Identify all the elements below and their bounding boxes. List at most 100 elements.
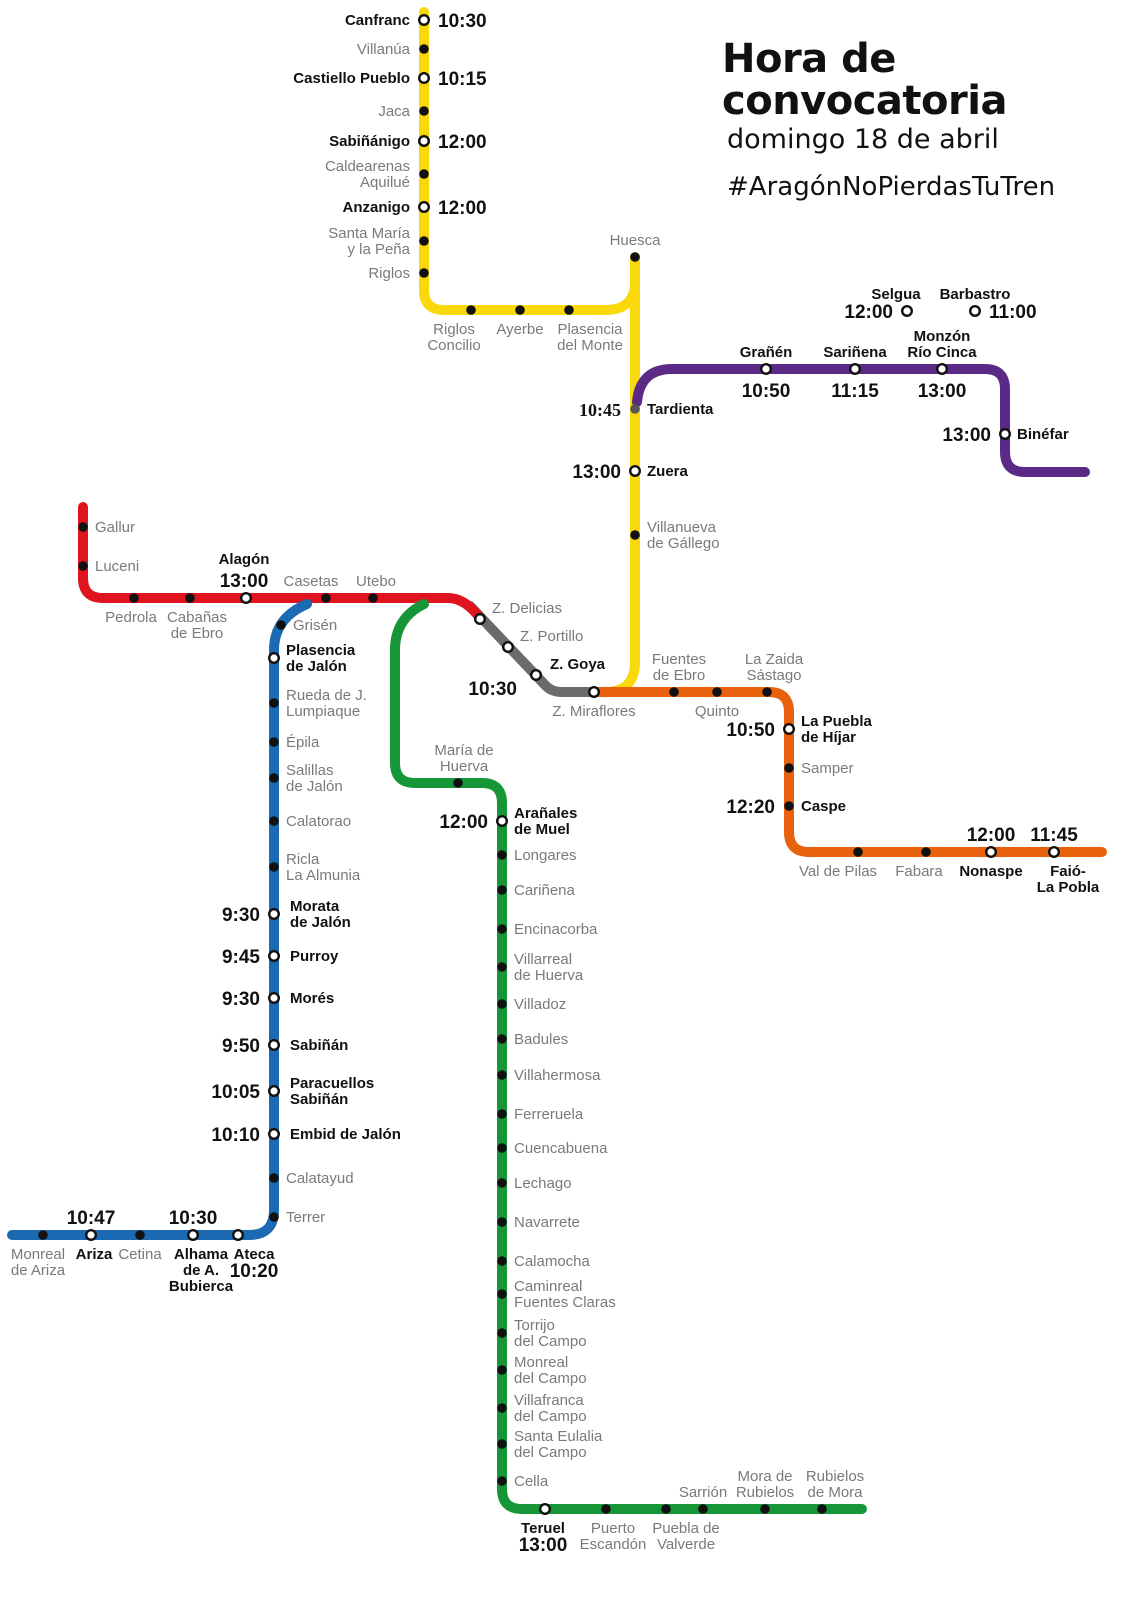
station-marker-open[interactable]: [418, 134, 431, 147]
station-marker-open[interactable]: [268, 992, 281, 1005]
station-marker-open[interactable]: [268, 1084, 281, 1097]
station-marker-open[interactable]: [629, 465, 642, 478]
station-marker-open[interactable]: [1047, 846, 1060, 859]
station-marker-filled[interactable]: [269, 773, 279, 783]
station-marker-filled[interactable]: [497, 1289, 507, 1299]
station-marker-filled[interactable]: [497, 1403, 507, 1413]
station-marker-filled[interactable]: [269, 816, 279, 826]
station-marker-filled[interactable]: [497, 1256, 507, 1266]
station-marker-filled[interactable]: [760, 1504, 770, 1514]
station-marker-filled[interactable]: [269, 862, 279, 872]
station-marker-open[interactable]: [901, 305, 914, 318]
station-marker-filled[interactable]: [497, 1328, 507, 1338]
station-name: Cariñena: [514, 882, 576, 899]
station-marker-filled[interactable]: [784, 801, 794, 811]
station-marker-filled[interactable]: [78, 522, 88, 532]
station-marker-filled[interactable]: [497, 1109, 507, 1119]
station-name: La Almunia: [286, 867, 361, 884]
station-marker-hub[interactable]: [630, 404, 640, 414]
station-marker-filled[interactable]: [497, 962, 507, 972]
station-marker-filled[interactable]: [630, 252, 640, 262]
station-marker-filled[interactable]: [497, 1143, 507, 1153]
station-marker-open[interactable]: [588, 686, 601, 699]
station-marker-filled[interactable]: [497, 1476, 507, 1486]
station-marker-filled[interactable]: [497, 999, 507, 1009]
station-marker-filled[interactable]: [368, 593, 378, 603]
station-marker-open[interactable]: [936, 363, 949, 376]
station-marker-filled[interactable]: [419, 169, 429, 179]
departure-time: 10:30: [468, 679, 517, 700]
station-marker-open[interactable]: [418, 13, 431, 27]
purple-line-track: [632, 364, 1090, 477]
station-marker-open[interactable]: [783, 723, 796, 736]
yellow-line-track: [419, 7, 640, 315]
station-marker-filled[interactable]: [466, 305, 476, 315]
station-marker-filled[interactable]: [419, 236, 429, 246]
station-marker-filled[interactable]: [453, 778, 463, 788]
station-marker-open[interactable]: [268, 1038, 281, 1051]
station-marker-open[interactable]: [539, 1502, 552, 1515]
station-marker-open[interactable]: [418, 200, 431, 213]
station-marker-filled[interactable]: [661, 1504, 671, 1514]
station-marker-filled[interactable]: [497, 1034, 507, 1044]
station-marker-open[interactable]: [999, 428, 1012, 441]
station-marker-open[interactable]: [760, 363, 773, 376]
station-name: Monreal: [11, 1246, 65, 1263]
station-marker-filled[interactable]: [515, 305, 525, 315]
station-name: Riglos: [368, 265, 410, 282]
station-marker-open[interactable]: [186, 1228, 199, 1241]
station-marker-filled[interactable]: [497, 850, 507, 860]
station-marker-filled[interactable]: [78, 561, 88, 571]
station-marker-filled[interactable]: [497, 1365, 507, 1375]
station-marker-filled[interactable]: [276, 620, 286, 630]
station-marker-filled[interactable]: [419, 106, 429, 116]
station-marker-filled[interactable]: [185, 593, 195, 603]
station-marker-open[interactable]: [985, 846, 998, 859]
station-marker-filled[interactable]: [269, 698, 279, 708]
station-name: Cabañas: [167, 609, 227, 626]
station-marker-filled[interactable]: [269, 737, 279, 747]
station-marker-open[interactable]: [268, 950, 281, 963]
station-name: de Jalón: [286, 658, 347, 675]
station-marker-open[interactable]: [84, 1228, 97, 1241]
station-marker-filled[interactable]: [669, 687, 679, 697]
station-marker-open[interactable]: [268, 908, 281, 921]
station-marker-filled[interactable]: [601, 1504, 611, 1514]
station-marker-filled[interactable]: [784, 763, 794, 773]
station-marker-open[interactable]: [268, 652, 281, 665]
station-marker-filled[interactable]: [564, 305, 574, 315]
station-marker-open[interactable]: [418, 71, 431, 84]
station-marker-open[interactable]: [496, 815, 509, 828]
station-marker-open[interactable]: [239, 592, 252, 605]
station-marker-filled[interactable]: [497, 885, 507, 895]
station-marker-open[interactable]: [502, 641, 515, 654]
station-marker-filled[interactable]: [497, 924, 507, 934]
station-marker-filled[interactable]: [269, 1212, 279, 1222]
station-marker-filled[interactable]: [497, 1217, 507, 1227]
station-marker-filled[interactable]: [762, 687, 772, 697]
station-marker-filled[interactable]: [135, 1230, 145, 1240]
station-marker-filled[interactable]: [419, 268, 429, 278]
station-marker-open[interactable]: [474, 613, 487, 626]
station-marker-filled[interactable]: [853, 847, 863, 857]
station-marker-open[interactable]: [231, 1228, 244, 1241]
station-marker-filled[interactable]: [817, 1504, 827, 1514]
station-marker-filled[interactable]: [698, 1504, 708, 1514]
station-marker-open[interactable]: [530, 669, 543, 682]
station-marker-open[interactable]: [969, 305, 982, 318]
station-marker-filled[interactable]: [921, 847, 931, 857]
station-marker-filled[interactable]: [419, 44, 429, 54]
station-marker-filled[interactable]: [269, 1173, 279, 1183]
station-marker-filled[interactable]: [321, 593, 331, 603]
station-marker-filled[interactable]: [497, 1178, 507, 1188]
station-marker-filled[interactable]: [497, 1070, 507, 1080]
station-marker-filled[interactable]: [38, 1230, 48, 1240]
station-marker-filled[interactable]: [712, 687, 722, 697]
station-marker-open[interactable]: [849, 363, 862, 376]
station-marker-open[interactable]: [268, 1127, 281, 1140]
station-marker-filled[interactable]: [497, 1439, 507, 1449]
station-marker-filled[interactable]: [630, 530, 640, 540]
station-marker-filled[interactable]: [129, 593, 139, 603]
station-name: Rubielos: [736, 1484, 794, 1501]
